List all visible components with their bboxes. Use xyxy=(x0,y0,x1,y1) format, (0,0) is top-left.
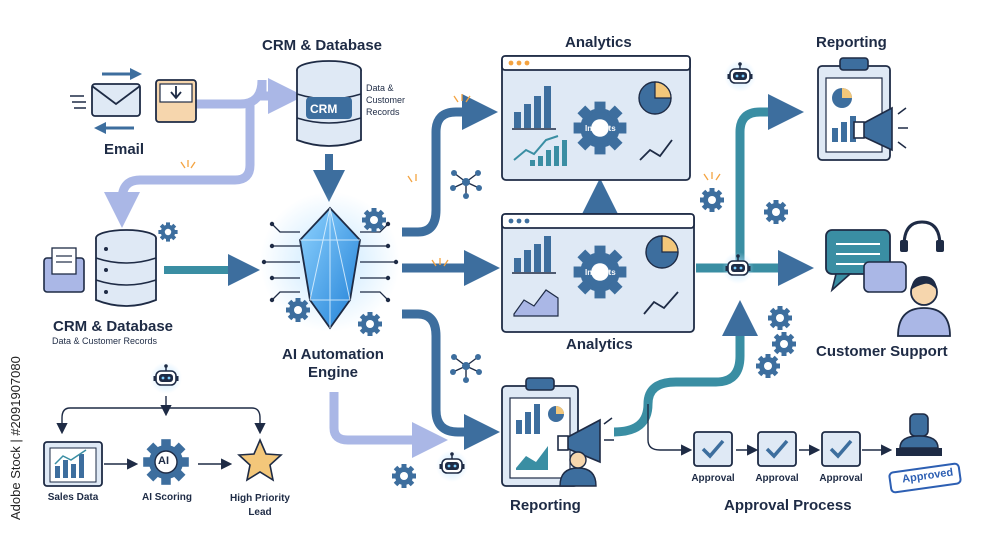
left-database-node xyxy=(43,229,157,307)
flow-to-reporting-top xyxy=(735,94,804,268)
headset-icon xyxy=(900,220,944,252)
engine-title-line: AI Automation xyxy=(282,346,384,363)
gear-icon xyxy=(358,312,382,336)
crm-left-title: CRM & Database xyxy=(53,318,174,335)
clipboard-icon xyxy=(501,377,579,487)
bar-chart-icon xyxy=(512,86,556,130)
approval-process-title: Approval Process xyxy=(724,497,852,514)
crm-top-title: CRM & Database xyxy=(262,37,383,54)
robot-icon xyxy=(149,361,183,395)
sales-data-label: Sales Data xyxy=(47,492,99,503)
crm-left-description: Data & Customer Records xyxy=(52,336,158,346)
email-node xyxy=(70,68,197,134)
megaphone-icon xyxy=(853,106,908,152)
agent-icon xyxy=(559,451,597,487)
bar-chart-icon xyxy=(512,236,556,274)
mail-icon xyxy=(91,83,141,117)
email-label: Email xyxy=(104,141,145,158)
ai-badge-label: AI xyxy=(158,455,169,467)
network-icon xyxy=(449,353,483,384)
flow-crm-to-left-db xyxy=(104,104,255,228)
flow-engine-to-bot xyxy=(329,392,448,458)
flow-reporting-up xyxy=(613,300,758,437)
flow-engine-to-analytics-top xyxy=(402,94,498,237)
ai-engine-node xyxy=(158,192,400,336)
lead-arrow-right xyxy=(166,407,266,435)
analytics-top-panel xyxy=(501,55,691,181)
approval-process xyxy=(693,413,962,494)
megaphone-icon xyxy=(557,417,614,464)
analytics-top-title: Analytics xyxy=(565,34,632,51)
ai-scoring-node xyxy=(143,439,189,485)
approval-step-label: Approval xyxy=(819,473,863,484)
high-priority-line: Lead xyxy=(248,507,272,518)
checkbox-icon xyxy=(757,431,797,467)
chat-icon xyxy=(825,229,907,293)
customer-support-node xyxy=(825,220,951,337)
customer-support-title: Customer Support xyxy=(816,343,948,360)
high-priority-node xyxy=(237,437,283,482)
agent-icon xyxy=(897,276,951,337)
lead-arrow-left xyxy=(56,407,166,435)
robot-icon xyxy=(721,251,755,285)
area-chart-icon xyxy=(513,289,559,317)
stamp-icon xyxy=(896,413,942,456)
gear-icon xyxy=(768,306,792,330)
high-priority-line: High Priority xyxy=(229,493,290,504)
analytics-mid-panel xyxy=(501,213,695,333)
high-priority-label: High Priority Lead xyxy=(220,492,300,520)
checkbox-icon xyxy=(821,431,861,467)
gear-icon xyxy=(700,188,724,212)
analytics-mid-title: Analytics xyxy=(566,336,633,353)
inbox-icon xyxy=(155,79,197,123)
pie-chart-icon xyxy=(638,81,672,115)
crystal-icon xyxy=(299,206,361,330)
database-icon xyxy=(296,60,362,147)
gear-icon xyxy=(362,208,386,232)
engine-title-line: Engine xyxy=(307,364,358,381)
reporting-bottom-node xyxy=(501,377,614,487)
pie-chart-icon xyxy=(645,235,679,269)
stock-watermark: Adobe Stock | #2091907080 xyxy=(8,356,23,520)
flow-to-approvals xyxy=(647,404,693,456)
crm-top-desc-line: Customer xyxy=(366,95,406,105)
gear-icon xyxy=(392,464,416,488)
line-chart-icon xyxy=(513,135,567,166)
database-icon xyxy=(95,229,157,307)
reporting-bottom-title: Reporting xyxy=(510,497,581,514)
crm-top-desc-line: Records xyxy=(366,107,400,117)
reporting-top-title: Reporting xyxy=(816,34,887,51)
gear-icon xyxy=(158,222,178,242)
crm-top-desc-line: Data & xyxy=(366,83,394,93)
approval-step-label: Approval xyxy=(691,473,735,484)
checkbox-icon xyxy=(693,431,733,467)
flow-engine-to-reporting xyxy=(402,309,500,450)
gear-icon xyxy=(286,298,310,322)
approval-step-label: Approval xyxy=(755,473,799,484)
gear-icon xyxy=(764,200,788,224)
flow-email-to-crm xyxy=(162,79,280,109)
star-icon xyxy=(237,437,283,482)
network-icon xyxy=(449,169,483,200)
gear-icon xyxy=(756,354,780,378)
robot-icon xyxy=(435,449,469,483)
inbox-icon xyxy=(43,247,85,293)
engine-title: AI Automation Engine xyxy=(270,346,396,382)
robot-icon xyxy=(723,59,757,93)
gear-icon xyxy=(772,332,796,356)
insights-top-label: Insights xyxy=(585,124,616,133)
crm-badge xyxy=(306,97,352,119)
crm-top-description: Data & Customer Records xyxy=(366,82,405,118)
reporting-top-node xyxy=(817,57,908,161)
insights-mid-label: Insights xyxy=(585,268,616,277)
crm-badge-label: CRM xyxy=(310,102,338,116)
sales-data-node xyxy=(43,441,103,487)
sparkle-decoration xyxy=(180,94,721,267)
ai-scoring-label: AI Scoring xyxy=(141,492,192,503)
approved-stamp-frame xyxy=(888,462,962,494)
